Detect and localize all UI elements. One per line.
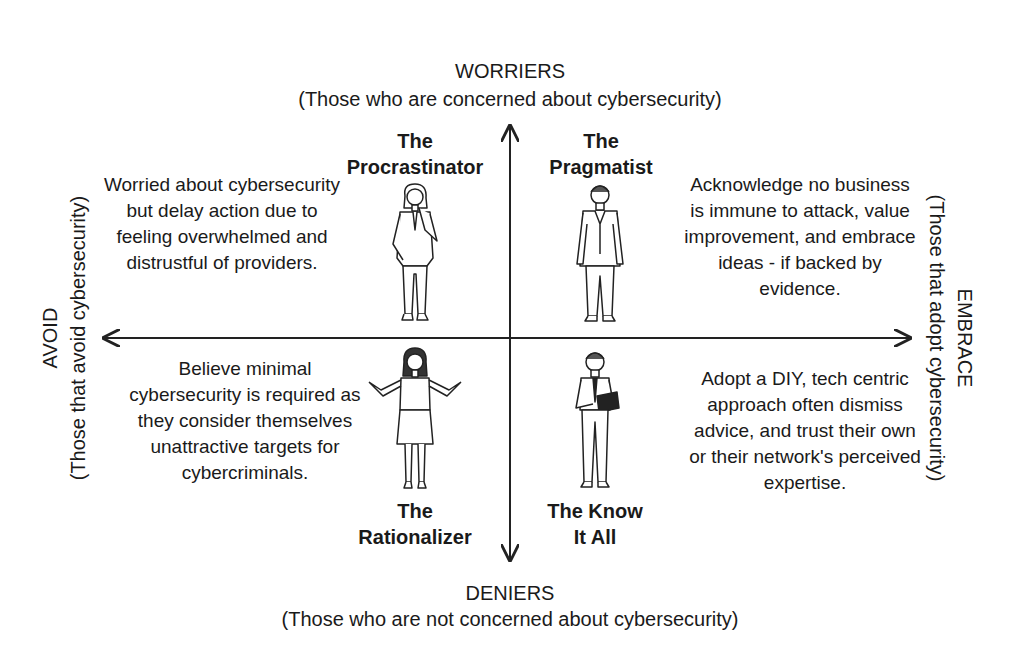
persona-description: Worried about cybersecurity but delay ac… [97, 172, 347, 276]
persona-name: The Pragmatist [541, 128, 661, 180]
persona-name: The Procrastinator [333, 128, 498, 180]
procrastinator-figure [393, 184, 437, 320]
axis-subtitle: (Those who are concerned about cybersecu… [210, 86, 810, 112]
axis-title: EMBRACE [952, 289, 978, 388]
axis-subtitle: (Those who are not concerned about cyber… [200, 606, 820, 632]
persona-name: The Know It All [540, 498, 650, 550]
axis-title: AVOID [37, 308, 63, 369]
axis-subtitle: (Those that adopt cybersecurity) [924, 195, 950, 482]
rationalizer-figure [369, 348, 461, 488]
vertical-axis [509, 126, 511, 560]
pragmatist-figure [577, 186, 623, 321]
persona-description: Believe minimal cybersecurity is require… [123, 356, 368, 486]
persona-description: Adopt a DIY, tech centric approach often… [689, 366, 921, 496]
know-it-all-figure [576, 353, 619, 487]
axis-title: DENIERS [360, 580, 660, 606]
persona-description: Acknowledge no business is immune to att… [684, 172, 916, 302]
horizontal-axis [104, 337, 910, 339]
persona-name: The Rationalizer [350, 498, 480, 550]
axis-subtitle: (Those that avoid cybersecurity) [65, 196, 91, 481]
axis-title: WORRIERS [310, 58, 710, 84]
